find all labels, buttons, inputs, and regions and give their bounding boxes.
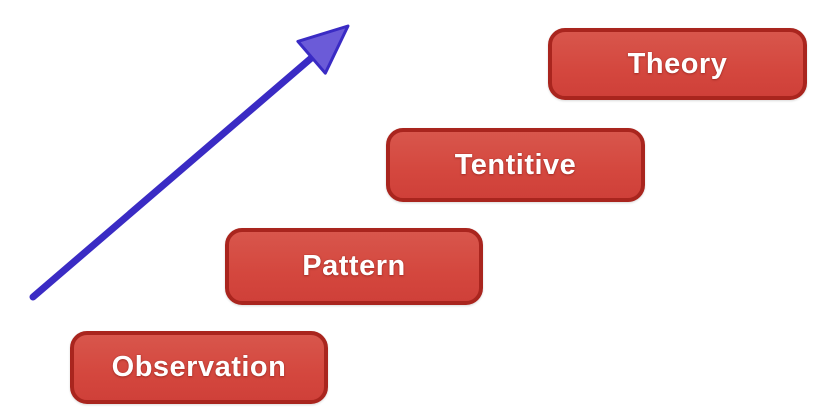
step-box-theory: Theory	[548, 28, 807, 100]
step-label-theory: Theory	[627, 47, 728, 80]
step-box-pattern: Pattern	[225, 228, 483, 305]
step-label-observation: Observation	[111, 351, 287, 383]
arrow-shaft	[29, 50, 320, 301]
arrow-head-outline	[296, 24, 350, 75]
step-label-pattern: Pattern	[302, 250, 406, 282]
step-box-tentitive: Tentitive	[386, 128, 645, 202]
step-box-observation: Observation	[70, 331, 328, 404]
step-label-tentitive: Tentitive	[454, 148, 577, 181]
